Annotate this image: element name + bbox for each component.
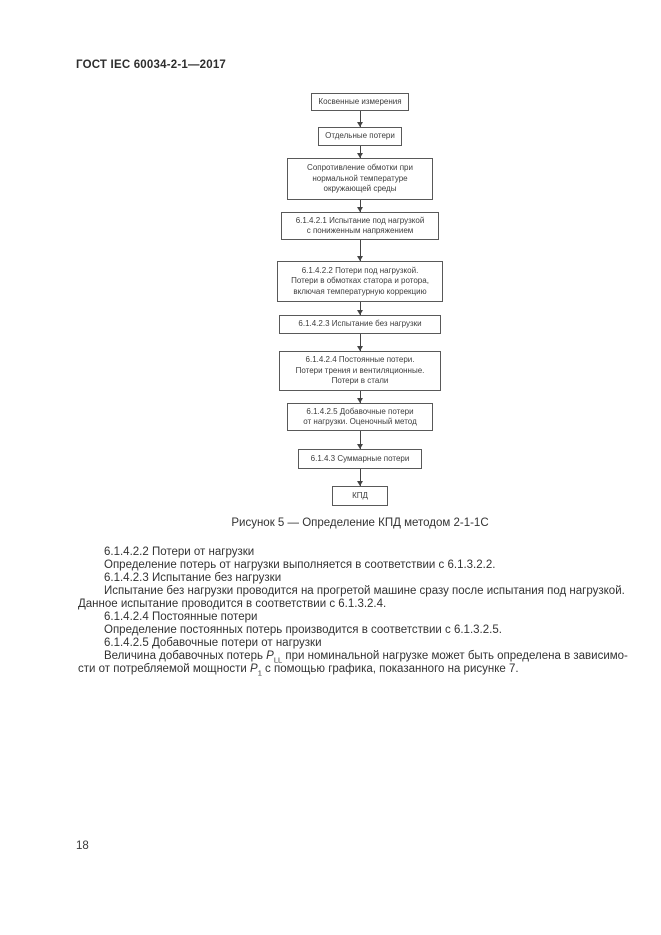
flow-arrow-down-icon (357, 200, 363, 212)
node-line: с пониженным напряжением (306, 226, 414, 235)
node-total-losses: 6.1.4.3 Суммарные потери (298, 449, 422, 469)
page-number: 18 (76, 840, 89, 852)
symbol-P: P (250, 663, 258, 675)
body-line: Определение потерь от нагрузки выполняет… (104, 559, 496, 571)
node-line: нормальной температуре (312, 173, 408, 183)
node-line: от нагрузки. Оценочный метод (303, 417, 417, 426)
node-line: 6.1.4.2.4 Постоянные потери. (305, 355, 415, 365)
flow-arrow-down-icon (357, 240, 363, 261)
figure-caption: Рисунок 5 — Определение КПД методом 2-1-… (231, 517, 489, 529)
flow-arrow-down-icon (357, 469, 363, 486)
body-line: Определение постоянных потерь производит… (104, 624, 502, 636)
node-line: Потери трения и вентиляционные. (295, 365, 425, 375)
node-no-load-test: 6.1.4.2.3 Испытание без нагрузки (279, 315, 441, 334)
node-load-test-reduced-voltage: 6.1.4.2.1 Испытание под нагрузкой с пони… (281, 212, 439, 240)
flow-arrow-down-icon (357, 334, 363, 351)
body-text: 6.1.4.2.2 Потери от нагрузки Определение… (78, 546, 628, 678)
node-line: 6.1.4.2.2 Потери под нагрузкой. (301, 265, 419, 275)
node-load-losses: 6.1.4.2.2 Потери под нагрузкой. Потери в… (277, 261, 443, 302)
flowchart-figure-5: Косвенные измерения Отдельные потери Соп… (277, 93, 443, 506)
page-header: ГОСТ IEC 60034-2-1—2017 (76, 59, 227, 71)
node-line: окружающей среды (323, 184, 397, 194)
node-efficiency: КПД (332, 486, 388, 506)
symbol-P: P (266, 650, 274, 662)
body-line: Испытание без нагрузки проводится на про… (104, 585, 625, 597)
node-line: Потери в обмотках статора и ротора, (291, 276, 429, 286)
node-indirect-measurements: Косвенные измерения (311, 93, 409, 111)
body-line: 6.1.4.2.3 Испытание без нагрузки (104, 572, 282, 584)
flow-arrow-down-icon (357, 146, 363, 158)
body-line: 6.1.4.2.5 Добавочные потери от нагрузки (104, 637, 322, 649)
subscript-1: 1 (257, 668, 262, 678)
node-line: Потери в стали (331, 376, 389, 386)
flow-arrow-down-icon (357, 431, 363, 449)
node-line: 6.1.4.2.5 Добавочные потери (306, 406, 414, 416)
flow-arrow-down-icon (357, 302, 363, 315)
body-line: Данное испытание проводится в соответств… (78, 598, 387, 610)
body-line: 6.1.4.2.2 Потери от нагрузки (104, 546, 255, 558)
subscript-LL: LL (273, 655, 283, 665)
flow-arrow-down-icon (357, 111, 363, 127)
node-line: включая температурную коррекцию (293, 286, 427, 296)
node-line: 6.1.4.2.1 Испытание под нагрузкой (295, 215, 425, 225)
node-line: Косвенные измерения (318, 96, 402, 106)
node-additional-load-losses: 6.1.4.2.5 Добавочные потери от нагрузки.… (287, 403, 433, 431)
node-line: КПД (352, 490, 368, 500)
body-line: 6.1.4.2.4 Постоянные потери (104, 611, 258, 623)
body-line-formula: сти от потребляемой мощности P1 с помощь… (78, 663, 519, 678)
node-line: Отдельные потери (325, 131, 395, 141)
node-line: Сопротивление обмотки при (307, 163, 413, 173)
body-line-formula: Величина добавочных потерь PLL при номин… (104, 650, 628, 665)
node-constant-losses: 6.1.4.2.4 Постоянные потери. Потери трен… (279, 351, 441, 391)
node-line: 6.1.4.2.3 Испытание без нагрузки (298, 319, 422, 329)
node-line: 6.1.4.3 Суммарные потери (310, 453, 410, 463)
flow-arrow-down-icon (357, 391, 363, 403)
node-separate-losses: Отдельные потери (318, 127, 402, 146)
node-winding-resistance: Сопротивление обмотки при нормальной тем… (287, 158, 433, 200)
